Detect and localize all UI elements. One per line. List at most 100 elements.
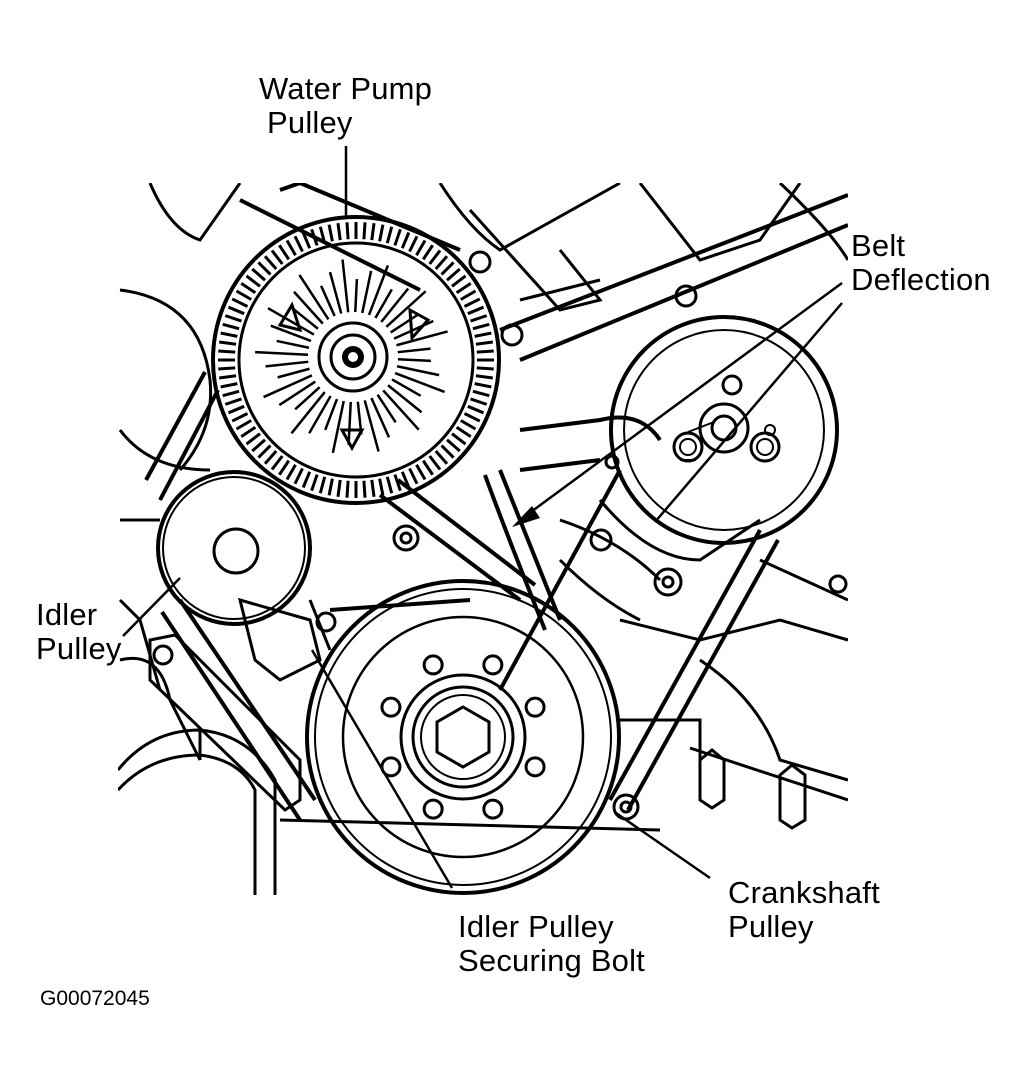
pulley-rib	[415, 239, 427, 256]
pump-vane	[290, 391, 326, 435]
pulley-rib	[470, 397, 488, 406]
belt-deflection-arrow	[512, 506, 540, 527]
mounting-bolts	[315, 250, 848, 830]
idler-pulley-securing-bolt-label-line2: Securing Bolt	[458, 943, 645, 978]
pulley-rib	[318, 226, 327, 244]
belt-deflection-leader-2	[654, 302, 843, 523]
pulley-rib	[251, 438, 267, 453]
belt-deflection-leader-1	[519, 281, 843, 522]
pump-vane	[397, 347, 431, 354]
pump-vane	[276, 339, 310, 349]
pulley-rib	[393, 228, 402, 246]
pulley-rib	[428, 455, 442, 471]
belt-deflection-label: Belt Deflection	[851, 229, 991, 297]
pump-vane	[393, 319, 434, 340]
water-pump-pulley-label-line1: Water Pump	[259, 71, 433, 106]
pump-vane	[324, 398, 339, 431]
pulley-rib	[285, 464, 297, 481]
pulley-rib	[293, 467, 304, 485]
pulley-rib	[455, 425, 472, 438]
pump-vane	[397, 358, 431, 363]
pulley-rib	[263, 255, 278, 271]
pulley-rib	[227, 305, 245, 316]
crankshaft-pulley	[305, 579, 621, 895]
pulley-rib	[362, 480, 367, 498]
idler-pulley-securing-bolt-label: Idler Pulley Securing Bolt	[458, 910, 645, 978]
pulley-rib	[378, 224, 385, 242]
pulley-rib	[463, 297, 481, 308]
pulley-rib	[301, 231, 312, 249]
pump-vane	[354, 279, 359, 313]
pulley-rib	[451, 274, 467, 288]
pump-vane	[328, 271, 343, 314]
pump-vane	[263, 374, 313, 399]
pulley-rib	[463, 412, 481, 423]
pulley-rib	[434, 255, 449, 271]
water-pump-pulley	[211, 215, 501, 505]
pulley-rib	[220, 382, 238, 389]
pump-vane	[278, 380, 317, 407]
pulley-rib	[227, 404, 245, 415]
pulley-rib	[278, 459, 291, 476]
pump-vane	[382, 389, 420, 431]
pump-vane	[376, 393, 397, 423]
pulley-rib	[476, 349, 494, 354]
pulley-rib	[240, 425, 257, 438]
pulley-rib	[257, 444, 272, 459]
engine-block-outline	[118, 183, 848, 832]
pump-vane	[394, 371, 446, 394]
pump-vane	[270, 324, 312, 343]
pulley-rib	[445, 267, 461, 282]
pulley-rib	[257, 261, 272, 276]
pulley-rib	[245, 432, 261, 446]
pump-vane	[347, 401, 352, 445]
pulley-rib	[235, 419, 252, 431]
pulley-rib	[472, 389, 490, 398]
pulley-rib	[451, 432, 467, 446]
pump-vane	[385, 290, 427, 328]
pump-vane	[277, 367, 310, 379]
pulley-rib	[220, 331, 238, 338]
pulley-rib	[400, 231, 411, 249]
pump-vane	[396, 330, 448, 347]
idler-pulley-label-line1: Idler	[36, 597, 98, 632]
pulley-rib	[218, 366, 236, 371]
pulley-rib	[218, 349, 236, 354]
pulley-rib	[445, 438, 461, 453]
pulley-rib	[421, 244, 434, 261]
pulley-rib	[270, 455, 284, 471]
pump-vane	[255, 350, 309, 356]
idler-pulley-leader	[122, 577, 181, 637]
pulley-rib	[301, 471, 312, 489]
pump-vane	[367, 264, 390, 316]
pulley-rib	[400, 471, 411, 489]
pump-vane	[363, 400, 380, 452]
pulley-rib	[428, 249, 442, 265]
crankshaft-pulley-label-line1: Crankshaft	[728, 875, 880, 910]
crank-bolt-hole	[422, 798, 444, 820]
crank-bolt-hole	[482, 654, 504, 676]
pulley-rib	[385, 226, 394, 244]
water-pump-pulley-label-line2: Pulley	[267, 105, 353, 140]
pulley-rib	[378, 478, 385, 496]
pulley-rib	[224, 314, 242, 323]
pulley-rib	[345, 222, 350, 240]
pulley-rib	[393, 474, 402, 492]
pulley-rib	[370, 479, 376, 498]
crankshaft-pulley-label: Crankshaft Pulley	[728, 876, 880, 944]
pulley-rib	[460, 419, 477, 431]
crank-bolt-hole	[482, 798, 504, 820]
idler-pulley-label-line2: Pulley	[36, 631, 122, 666]
idler-pulley-label: Idler Pulley	[36, 598, 122, 666]
pulley-rib	[231, 412, 249, 423]
pulley-rib	[310, 474, 319, 492]
pulley-rib	[460, 289, 477, 301]
pulley-rib	[440, 261, 455, 276]
idler-pulley-securing-bolt-label-line1: Idler Pulley	[458, 909, 614, 944]
pulley-rib	[474, 382, 492, 389]
pump-vane	[267, 307, 315, 336]
pulley-rib	[470, 314, 488, 323]
pump-vane	[380, 287, 410, 323]
pulley-rib	[475, 374, 494, 380]
